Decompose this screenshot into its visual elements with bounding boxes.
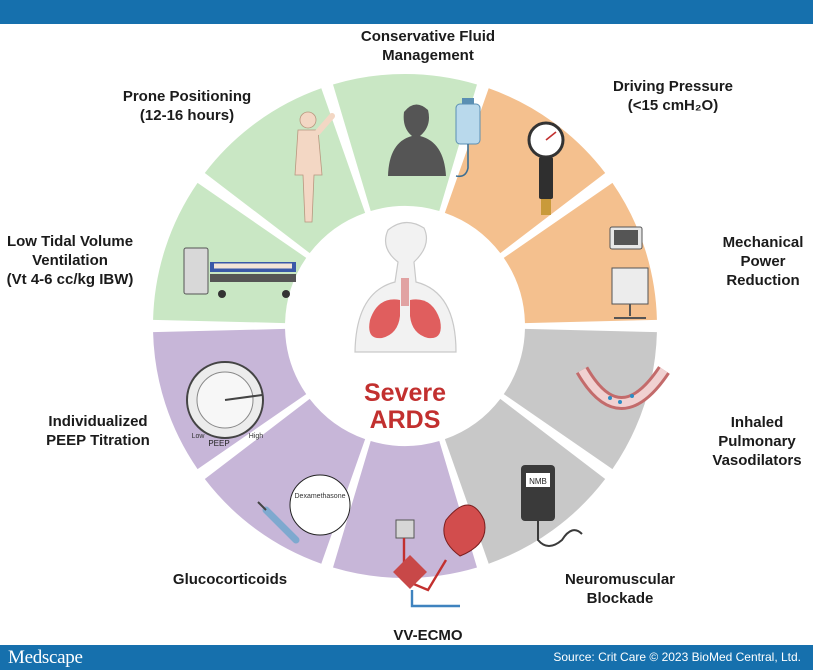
label-gluco-line-1: Glucocorticoids: [173, 571, 287, 588]
label-prone: Prone Positioning (12-16 hours): [123, 88, 251, 124]
lungs-icon: [354, 221, 457, 353]
dexamethasone-label: Dexamethasone: [295, 493, 346, 500]
label-ecmo-line-1: VV-ECMO: [393, 627, 463, 644]
label-driving-line-2: (<15 cmH₂O): [628, 97, 718, 114]
label-fluid-line-2: Management: [382, 47, 474, 64]
patient-bed-icon: [183, 247, 296, 298]
segment-inhaled: [503, 328, 657, 470]
top-bar: [0, 0, 813, 24]
center-title-line1: Severe: [364, 379, 446, 407]
source-credit: Source: Crit Care © 2023 BioMed Central,…: [553, 650, 801, 664]
medscape-logo: Medscape: [8, 647, 83, 668]
ecmo-circuit-icon: [393, 504, 486, 608]
peep-high-label: High: [249, 433, 264, 440]
label-prone-line-2: (12-16 hours): [140, 107, 234, 124]
label-peep-line-2: PEEP Titration: [46, 432, 150, 449]
label-ecmo: VV-ECMO: [393, 627, 463, 644]
nmb-label: NMB: [529, 477, 547, 486]
iv-drip-icon: [388, 98, 481, 178]
nmb-bag-icon: NMB: [521, 465, 583, 547]
label-nmb-line-1: Neuromuscular: [565, 571, 675, 588]
center-title-line2: ARDS: [370, 406, 441, 434]
label-prone-line-1: Prone Positioning: [123, 88, 251, 105]
syringe-icon: Dexamethasone: [257, 474, 351, 544]
peep-dial-label: PEEP: [208, 439, 229, 448]
label-lowtidal-line-1: Low Tidal Volume: [7, 233, 133, 250]
peep-dial-icon: PEEP Low High: [186, 361, 264, 448]
segment-ring: [153, 73, 657, 579]
label-driving: Driving Pressure (<15 cmH₂O): [613, 78, 733, 114]
label-power-line-3: Reduction: [726, 272, 799, 289]
label-lowtidal-line-2: Ventilation: [32, 252, 108, 269]
label-power-line-2: Power: [740, 253, 785, 270]
label-power-line-1: Mechanical: [723, 234, 804, 251]
label-inhaled-line-1: Inhaled: [731, 414, 784, 431]
label-driving-line-1: Driving Pressure: [613, 78, 733, 95]
prone-body-icon: [294, 111, 335, 223]
label-inhaled-line-2: Pulmonary: [718, 433, 796, 450]
label-fluid-line-1: Conservative Fluid: [361, 28, 495, 45]
label-peep-line-1: Individualized: [48, 413, 147, 430]
segment-ecmo: [333, 440, 477, 579]
label-inhaled-line-3: Vasodilators: [712, 452, 801, 469]
segment-driving: [444, 88, 606, 254]
label-nmb-line-2: Blockade: [587, 590, 654, 607]
peep-low-label: Low: [192, 433, 206, 440]
segment-prone: [204, 88, 366, 254]
label-lowtidal-line-3: (Vt 4-6 cc/kg IBW): [7, 271, 134, 288]
vessel-icon: [575, 366, 670, 410]
ventilator-icon: [609, 226, 649, 319]
pressure-gauge-icon: [527, 121, 565, 215]
label-gluco: Glucocorticoids: [173, 571, 287, 588]
footer-bar: Medscape Source: Crit Care © 2023 BioMed…: [0, 645, 813, 670]
